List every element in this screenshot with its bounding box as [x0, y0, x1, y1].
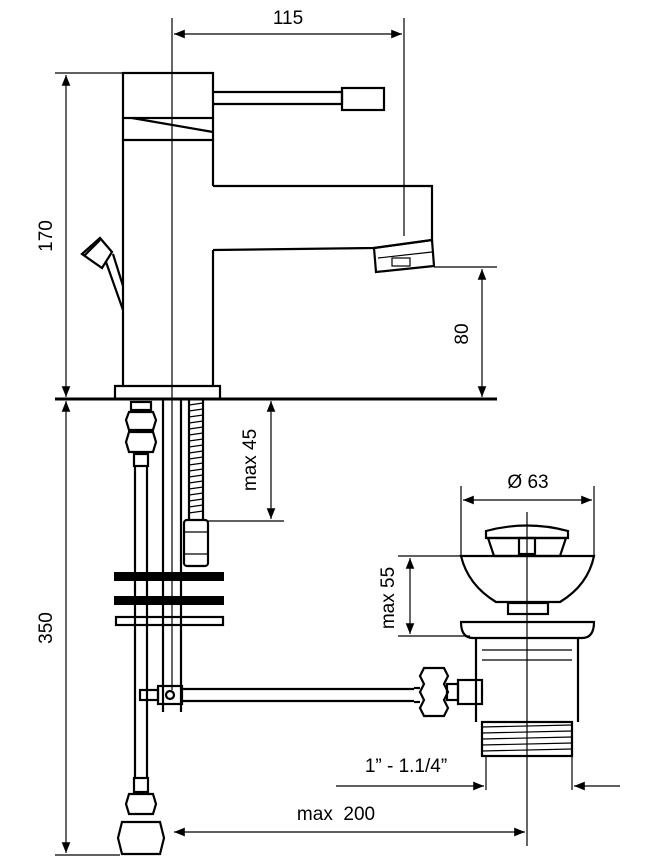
dim-label-thread: 1” - 1.1/4” — [365, 756, 447, 777]
dim-spout-clearance: 80 — [434, 266, 497, 397]
dim-tap-height: 170 — [36, 72, 123, 397]
dim-deck-thickness: max 45 — [208, 401, 284, 522]
dim-label-170: 170 — [36, 220, 57, 252]
dim-waste-diameter: Ø 63 — [460, 472, 595, 556]
waste-fitting — [414, 524, 596, 790]
dim-label-80: 80 — [452, 323, 473, 344]
supply-hose — [116, 400, 166, 856]
dim-pop-up-height: max 55 — [378, 555, 470, 637]
spout — [212, 184, 436, 274]
lift-rod — [138, 684, 414, 706]
dim-label-115: 115 — [273, 8, 303, 29]
dim-spout-reach: 115 — [174, 8, 405, 236]
threaded-rod — [182, 399, 210, 568]
mounting-plates — [114, 572, 225, 627]
dim-waste-thread: 1” - 1.1/4” — [336, 756, 620, 791]
pop-up-knob — [80, 236, 125, 311]
handle-lever — [213, 86, 386, 112]
faucet-body — [113, 71, 222, 399]
dim-label-diameter: Ø 63 — [507, 472, 548, 493]
dim-label-max55: max 55 — [378, 567, 399, 629]
dim-supply-length: 350 — [36, 401, 120, 856]
dim-label-max200: max 200 — [297, 804, 375, 825]
pop-up-rod — [161, 399, 183, 712]
dim-rod-length: max 200 — [174, 804, 525, 837]
dim-label-max45: max 45 — [240, 429, 261, 491]
dim-label-350: 350 — [36, 612, 57, 644]
